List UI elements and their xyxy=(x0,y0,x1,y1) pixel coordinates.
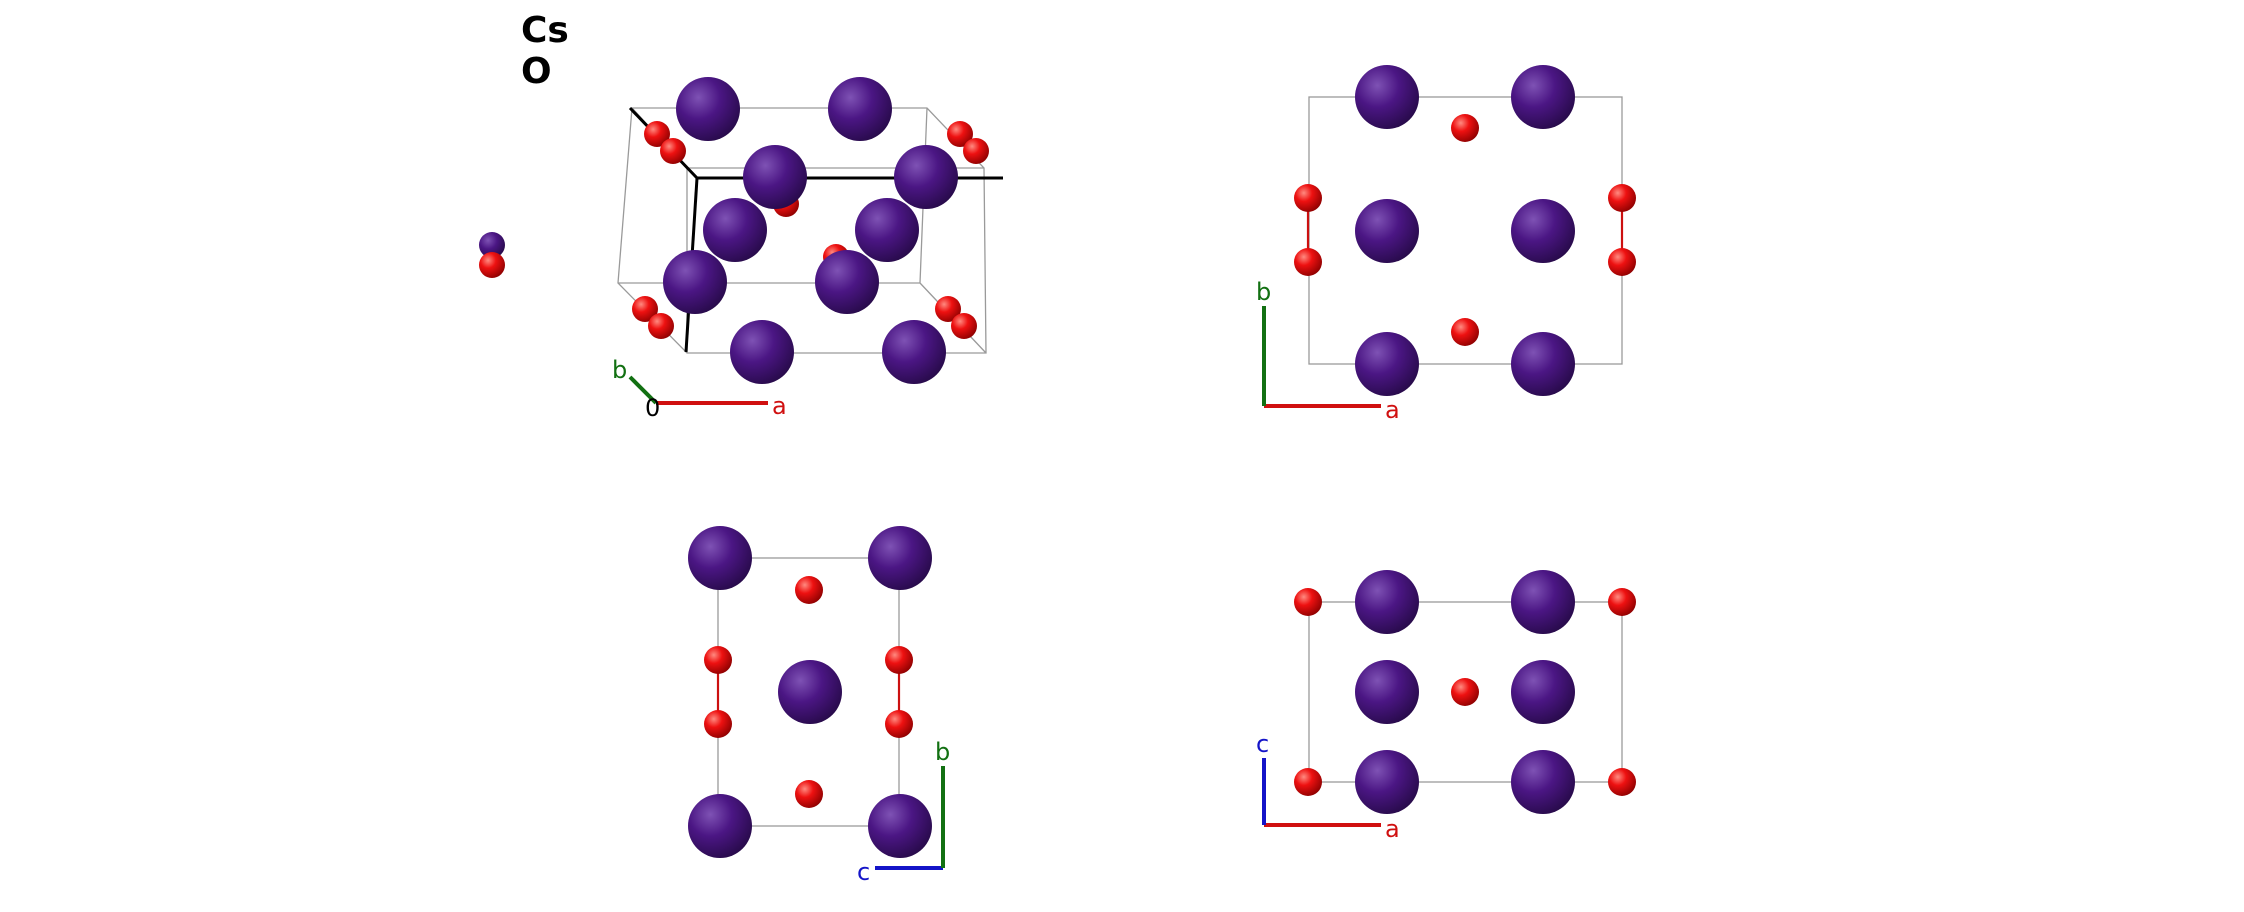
legend-marker-o xyxy=(479,252,505,278)
cs-atom xyxy=(815,250,879,314)
legend-label-cs: Cs xyxy=(521,10,569,51)
axis-a-label: a xyxy=(1385,396,1400,424)
atoms xyxy=(632,77,989,384)
cs-atom xyxy=(1355,750,1419,814)
cs-atom xyxy=(1511,570,1575,634)
o-atom xyxy=(885,646,913,674)
view-along-a: c b xyxy=(688,526,950,886)
cs-atom xyxy=(882,320,946,384)
o-atom xyxy=(644,121,670,147)
cs-atom xyxy=(1355,65,1419,129)
cs-atom xyxy=(828,77,892,141)
o-atom xyxy=(1451,318,1479,346)
o-atom xyxy=(795,576,823,604)
o-atom xyxy=(1608,588,1636,616)
unit-cell-frame xyxy=(1308,601,1623,783)
atoms xyxy=(1294,65,1636,396)
cs-atom xyxy=(1355,332,1419,396)
axis-b-label: b xyxy=(1256,278,1271,306)
cs-atom xyxy=(868,526,932,590)
cs-atom xyxy=(743,145,807,209)
o-atom xyxy=(947,121,973,147)
cs-atom xyxy=(1511,199,1575,263)
cs-atom xyxy=(1511,660,1575,724)
axis-triad: a b xyxy=(1256,278,1400,424)
view-along-c: a b xyxy=(1256,65,1636,424)
cs-atom xyxy=(1355,570,1419,634)
o-atom xyxy=(1294,248,1322,276)
cs-atom xyxy=(778,660,842,724)
cs-atom xyxy=(1511,65,1575,129)
cs-atom xyxy=(730,320,794,384)
cs-atom xyxy=(688,794,752,858)
axis-b-label: b xyxy=(612,356,627,384)
axis-b-line xyxy=(628,375,658,405)
o-atom xyxy=(1294,184,1322,212)
axis-c-label: c xyxy=(857,858,870,886)
o-atom xyxy=(963,138,989,164)
axis-c-label: c xyxy=(1256,730,1269,758)
o-atom xyxy=(632,296,658,322)
o-atom xyxy=(704,710,732,738)
cs-atom xyxy=(688,526,752,590)
atoms xyxy=(688,526,932,858)
cs-atom xyxy=(663,250,727,314)
axis-a-label: a xyxy=(772,392,787,420)
element-legend: Cs O xyxy=(479,10,569,278)
o-atom xyxy=(885,710,913,738)
o-atom xyxy=(935,296,961,322)
cs-atom xyxy=(1511,750,1575,814)
axis-a-label: a xyxy=(1385,815,1400,843)
o-atom xyxy=(704,646,732,674)
o-atom xyxy=(1608,248,1636,276)
axis-triad: a c xyxy=(1256,730,1400,843)
legend-label-o: O xyxy=(521,51,552,92)
o-atom xyxy=(660,138,686,164)
origin-label: 0 xyxy=(645,394,660,422)
o-atom xyxy=(795,780,823,808)
o-atom xyxy=(1608,184,1636,212)
o-atom xyxy=(1451,678,1479,706)
legend-marker-cs xyxy=(479,232,505,258)
axis-triad: a b 0 xyxy=(612,356,787,422)
cs-atom xyxy=(1511,332,1575,396)
view-perspective: a b 0 xyxy=(612,77,1003,422)
cs-atom xyxy=(676,77,740,141)
o-atom xyxy=(1294,768,1322,796)
o-atom xyxy=(1294,588,1322,616)
cs-atom xyxy=(894,145,958,209)
cs-atom xyxy=(1355,660,1419,724)
o-atom xyxy=(951,313,977,339)
view-along-b: a c xyxy=(1256,570,1636,843)
o-atom xyxy=(1451,114,1479,142)
cs-atom xyxy=(703,198,767,262)
atoms xyxy=(1294,570,1636,814)
o-atom xyxy=(1608,768,1636,796)
cs-atom xyxy=(1355,199,1419,263)
cs-atom xyxy=(855,198,919,262)
axis-b-label: b xyxy=(935,738,950,766)
cs-atom xyxy=(868,794,932,858)
o-atom xyxy=(648,313,674,339)
axis-triad: c b xyxy=(857,738,950,886)
